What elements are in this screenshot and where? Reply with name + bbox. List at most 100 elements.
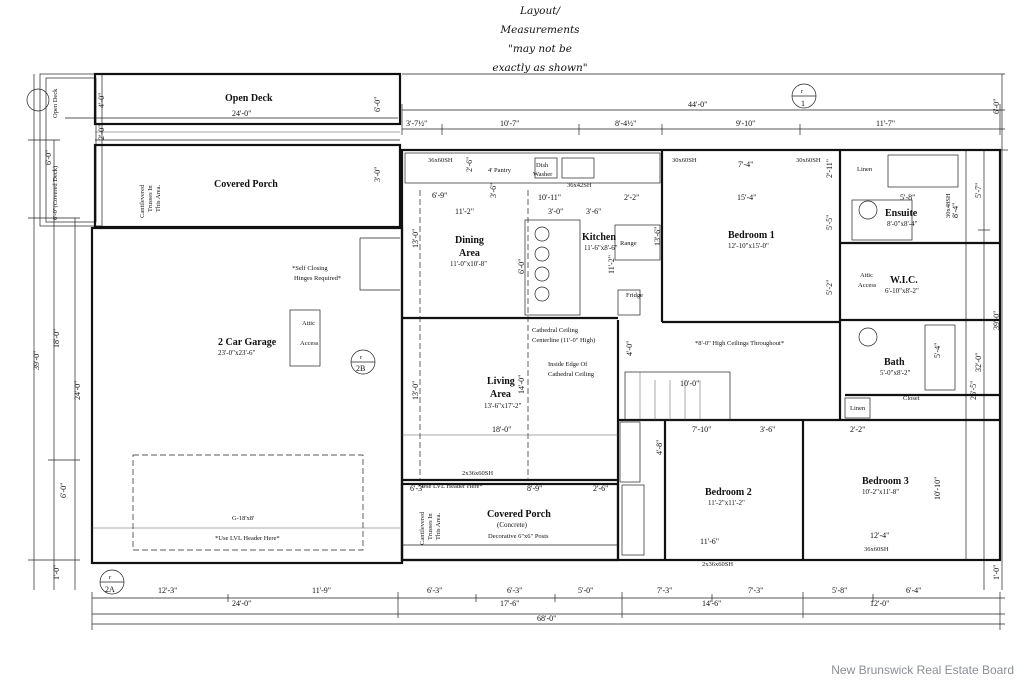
- disclaimer-line: "may not be: [508, 43, 572, 55]
- dim-label: 39'-0": [992, 311, 1001, 330]
- dim-label: 1'-0": [52, 565, 61, 580]
- note-open-deck-side: Open Deck: [52, 88, 59, 118]
- note-cantilever-2: Trusses In: [147, 185, 154, 212]
- dim-label: 1'-0": [992, 565, 1001, 580]
- access-label: Access: [300, 340, 319, 347]
- marker-label: r: [360, 354, 363, 361]
- dim-label: 2'-6": [465, 157, 474, 172]
- dim-label: 5'-8": [832, 586, 847, 595]
- note-cantilever: Cantilevered: [139, 184, 146, 218]
- dim-label: 10'-11": [538, 193, 561, 202]
- dim-label: 32'-0": [974, 353, 983, 372]
- dim-label: 7'-4": [738, 160, 753, 169]
- dim-label: 11'-9": [312, 586, 331, 595]
- dim-label: 10'-10": [933, 477, 942, 500]
- room-dining: Dining: [455, 235, 484, 246]
- dim-label: 24'-0": [73, 381, 82, 400]
- linen-label: Linen: [857, 166, 873, 173]
- note-cantilever-2: Trusses In: [427, 513, 434, 540]
- section-marker-2b: r 2B: [350, 349, 376, 375]
- disclaimer-line: Layout/: [519, 5, 560, 17]
- room-bedroom-3: Bedroom 3: [862, 476, 909, 487]
- dim-label: 13'-0": [411, 381, 420, 400]
- room-dining-size: 11'-0"x10'-8": [450, 260, 487, 268]
- dim-label: 14'-6": [702, 599, 721, 608]
- window-label: 2x36x60SH: [702, 561, 733, 568]
- marker-label: 1: [801, 99, 805, 108]
- room-kitchen: Kitchen: [582, 232, 616, 243]
- closet-label: Closet: [903, 395, 920, 402]
- dim-label: 5'-7": [974, 183, 983, 198]
- dim-label: 8'-4½": [615, 119, 636, 128]
- dim-label: 6'-3": [507, 586, 522, 595]
- dim-label: 13'-6": [653, 227, 662, 246]
- note-cantilever: Cantilevered: [419, 511, 426, 545]
- room-open-deck: Open Deck: [225, 93, 273, 104]
- dim-label: 9'-10": [736, 119, 755, 128]
- room-covered-porch-bottom: Covered Porch: [487, 509, 551, 520]
- window-label: 2x36x60SH: [462, 470, 493, 477]
- marker-label: 2B: [356, 364, 365, 373]
- dimension-labels: 44'-0" 24'-0" 3'-7½" 10'-7" 8'-4½" 9'-10…: [32, 93, 1001, 623]
- dim-label: 18'-0": [492, 425, 511, 434]
- range-label: Range: [620, 240, 637, 247]
- room-wic-size: 6'-10"x8'-2": [885, 287, 919, 295]
- house-walls: [400, 148, 1002, 562]
- dim-label: 6'-0": [373, 97, 382, 112]
- room-dining-2: Area: [459, 248, 480, 259]
- room-living-2: Area: [490, 389, 511, 400]
- window-label: 30x48SH: [945, 193, 952, 218]
- window-label: 36x60SH: [864, 546, 889, 553]
- dim-label: 2'-2": [624, 193, 639, 202]
- note-inside-edge-2: Cathedral Ceiling: [548, 371, 595, 378]
- dim-label: 3'-0": [548, 207, 563, 216]
- room-ensuite-size: 8'-0"x8'-4": [887, 220, 918, 228]
- dim-label: 5'-4": [933, 343, 942, 358]
- dim-label: 5'-0": [578, 586, 593, 595]
- dim-label: 6'-3": [427, 586, 442, 595]
- note-cathedral: Cathedral Ceiling: [532, 327, 579, 334]
- dim-label: 13'-0": [411, 229, 420, 248]
- room-garage: 2 Car Garage: [218, 337, 277, 348]
- disclaimer-line: exactly as shown": [492, 62, 588, 74]
- garage-walls: [90, 226, 404, 565]
- note-cathedral-2: Centerline (11'-0" High): [532, 337, 595, 344]
- dim-label: 7'-3": [657, 586, 672, 595]
- section-marker-top: [26, 88, 50, 112]
- room-bedroom-1-size: 12'-10"x15'-0": [728, 242, 769, 250]
- room-porch-material: (Concrete): [497, 521, 528, 529]
- fridge-label: Fridge: [626, 292, 643, 299]
- window-label: 36x60SH: [428, 157, 453, 164]
- dim-label: 12'-4": [870, 531, 889, 540]
- note-cantilever-3: This Area.: [155, 185, 162, 212]
- dim-label: 17'-6": [500, 599, 519, 608]
- marker-label: r: [109, 574, 112, 581]
- access-label: Access: [858, 282, 877, 289]
- linen-label: Linen: [850, 405, 866, 412]
- dimension-lines: [28, 73, 1008, 630]
- dim-label: 3'-0": [373, 167, 382, 182]
- dim-label: 11'-7": [876, 119, 895, 128]
- dim-label: 12'-3": [158, 586, 177, 595]
- garage-door-label: G-18'x8': [232, 515, 254, 522]
- dim-label: 6'-3": [410, 484, 425, 493]
- dishwasher-label: Dish: [536, 162, 549, 169]
- dim-label: 11'-6": [700, 537, 719, 546]
- dim-label: 26'-5": [969, 381, 978, 400]
- dim-label: 18'-0": [52, 329, 61, 348]
- dim-label: 11'-2": [607, 255, 616, 274]
- dim-label: 10'-7": [500, 119, 519, 128]
- room-living-size: 13'-6"x17'-2": [484, 402, 522, 410]
- dim-label: 4'-0": [97, 93, 106, 108]
- dim-label: 14'-0": [517, 375, 526, 394]
- dim-label: 2'-2": [850, 425, 865, 434]
- note-lvl-header-garage: *Use LVL Header Here*: [215, 535, 280, 542]
- dim-label: 7'-10": [692, 425, 711, 434]
- dim-label: 10'-0": [680, 379, 699, 388]
- dim-label: 4'-0": [625, 341, 634, 356]
- note-cantilever-3: This Area.: [435, 513, 442, 540]
- dim-label: 24'-0": [232, 599, 251, 608]
- attic-label: Attic: [860, 272, 873, 279]
- dim-label: 6'-0": [59, 483, 68, 498]
